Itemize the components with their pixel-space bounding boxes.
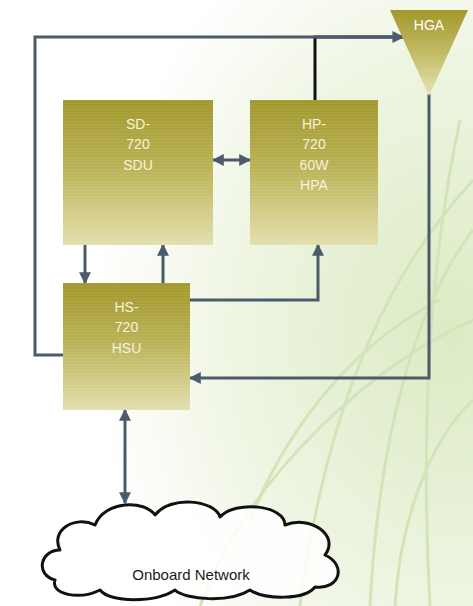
node-label: Onboard Network <box>35 564 347 586</box>
triangle-fill <box>390 10 468 96</box>
node-label: SD-720 SDU <box>123 100 153 175</box>
cloud-outline <box>35 495 347 600</box>
node-label: HP-720 60W HPA <box>300 100 329 195</box>
node-label: HS-720 HSU <box>112 283 142 358</box>
cloud-path <box>42 502 338 600</box>
connector <box>190 245 318 300</box>
network-cloud: Onboard Network <box>35 495 347 600</box>
connector <box>124 410 127 503</box>
connector <box>190 94 429 378</box>
connector <box>213 159 250 162</box>
antenna-triangle: HGA <box>390 10 468 96</box>
unit-box: HP-720 60W HPA <box>250 100 378 245</box>
node-label: HGA <box>390 10 468 35</box>
unit-box: SD-720 SDU <box>63 100 213 245</box>
connector <box>315 37 403 100</box>
connector <box>84 245 87 283</box>
unit-box: HS-720 HSU <box>63 283 190 410</box>
connector <box>162 245 165 283</box>
